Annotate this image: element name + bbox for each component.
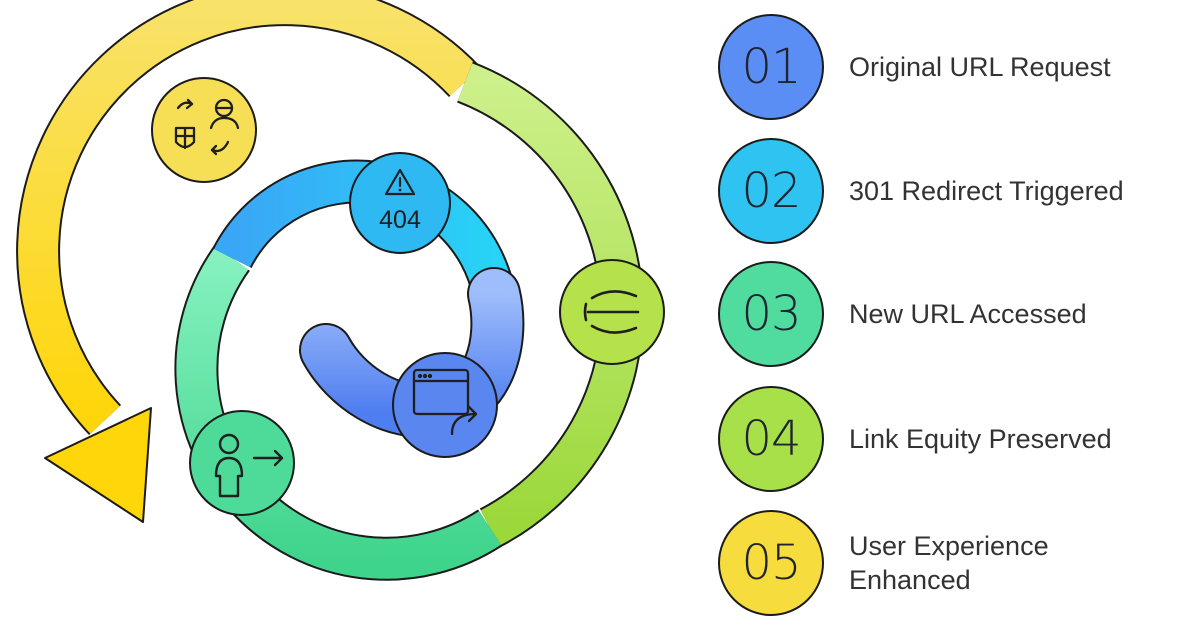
yellow-arrowhead (44, 407, 152, 523)
step-number: 03 (741, 286, 801, 342)
node-blue: 404 (349, 152, 451, 254)
browser-redirect-icon (412, 368, 478, 436)
layers-icon (583, 290, 640, 334)
step-badge-03: 03 (718, 261, 824, 367)
step-label: 301 Redirect Triggered (849, 176, 1124, 206)
node-teal (189, 410, 295, 516)
step-label: New URL Accessed (849, 299, 1087, 329)
redirect-spiral-diagram: 404 (16, 0, 665, 581)
yellow-arc (16, 0, 482, 523)
person-redirect-icon (174, 98, 240, 156)
step-badge-04: 04 (718, 386, 824, 492)
error-code-text: 404 (379, 206, 421, 234)
step-02: 02 301 Redirect Triggered (718, 138, 1188, 244)
step-number: 02 (741, 163, 801, 219)
step-number: 05 (741, 535, 801, 591)
step-01: 01 Original URL Request (718, 14, 1188, 120)
step-badge-01: 01 (718, 14, 824, 120)
step-label: User Experience Enhanced (849, 531, 1049, 595)
step-badge-02: 02 (718, 138, 824, 244)
step-05: 05 User Experience Enhanced (718, 510, 1188, 616)
warning-404-icon: 404 (379, 168, 421, 234)
step-badge-05: 05 (718, 510, 824, 616)
step-label: Link Equity Preserved (849, 424, 1112, 454)
step-03: 03 New URL Accessed (718, 261, 1188, 367)
step-number: 04 (741, 411, 801, 467)
node-green (559, 259, 665, 365)
step-label: Original URL Request (849, 52, 1111, 82)
node-center (392, 352, 498, 458)
node-yellow (151, 77, 257, 183)
user-arrow-icon (214, 433, 284, 498)
step-number: 01 (741, 39, 801, 95)
step-04: 04 Link Equity Preserved (718, 386, 1188, 492)
